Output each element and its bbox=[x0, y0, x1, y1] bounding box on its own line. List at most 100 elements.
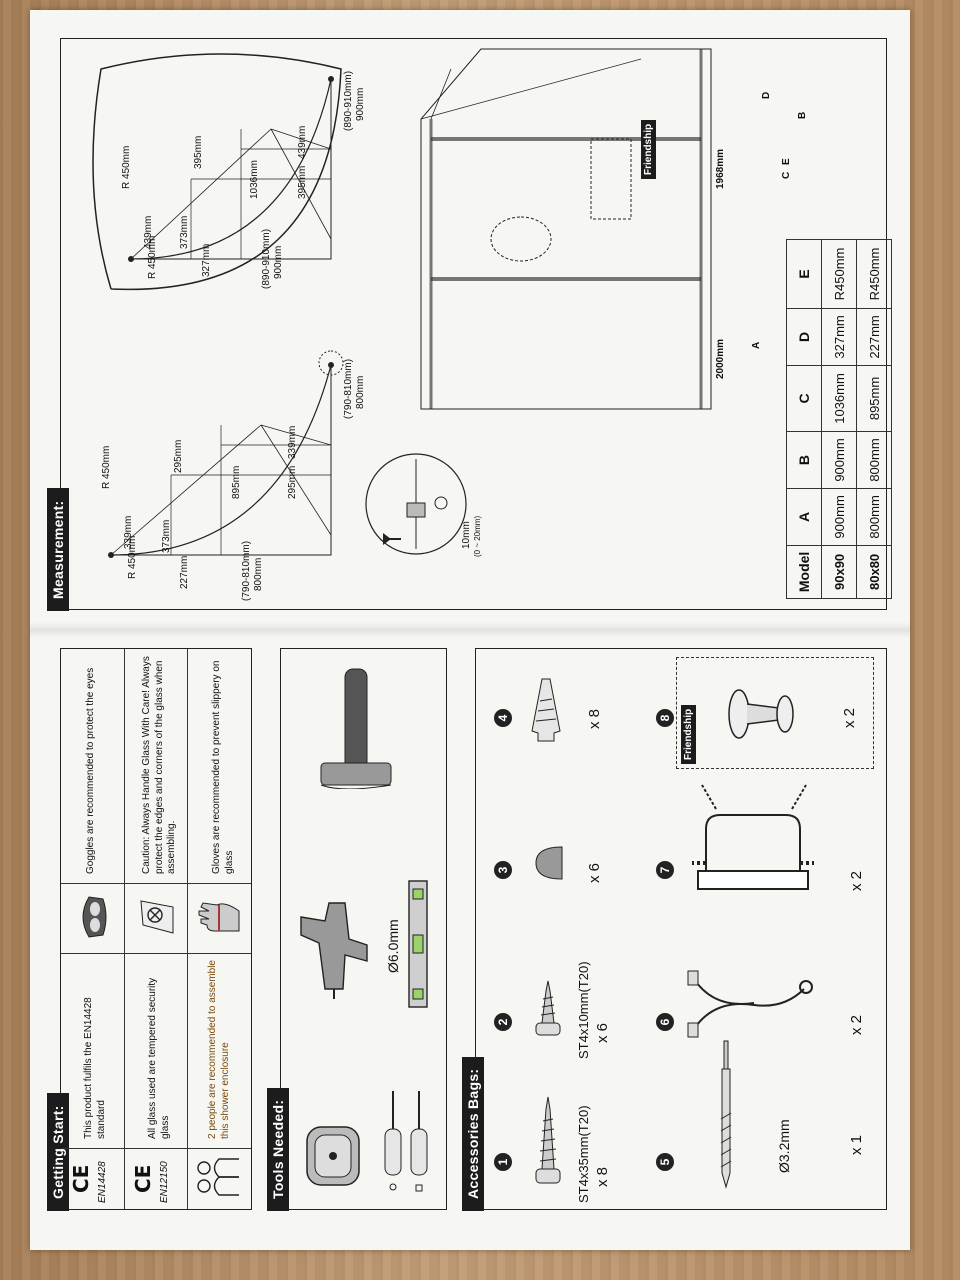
accessory-qty-2: x 6 bbox=[594, 1022, 611, 1043]
accessory-number-8: 8 bbox=[656, 709, 674, 727]
accessory-number-2: 2 bbox=[494, 1013, 512, 1031]
goggles-icon bbox=[82, 896, 107, 938]
spec-header-row: Model A B C D E bbox=[786, 239, 822, 599]
gloves-icon bbox=[198, 902, 240, 932]
spec-cell: R450mm bbox=[856, 239, 892, 309]
accessories-title: Accessories Bags: bbox=[462, 1056, 484, 1211]
accessory-number-1: 1 bbox=[494, 1153, 512, 1171]
ce-standard-mark: EN14428 bbox=[97, 1161, 108, 1203]
knob-brand-label: Friendship bbox=[681, 704, 696, 764]
height-glass-label: 1968mm bbox=[715, 148, 726, 189]
spec-header-c: C bbox=[786, 365, 822, 432]
glass-standard-mark: EN12150 bbox=[159, 1161, 170, 1203]
door-handle-icon bbox=[692, 784, 814, 890]
accessory-qty-5: x 1 bbox=[848, 1134, 865, 1155]
d900-top: 900mm bbox=[355, 87, 366, 121]
accessories-section: Accessories Bags: 1 ST4x35mm(T20) x 8 2 … bbox=[462, 648, 887, 1211]
two-people-icon bbox=[197, 1158, 239, 1196]
instruction-sheet: Getting Start: CE EN14428 This product f… bbox=[30, 10, 910, 1250]
tools-section: Tools Needed: Ø6.0mm bbox=[267, 648, 447, 1211]
d800-diag: 895mm bbox=[231, 465, 242, 499]
spirit-level-icon bbox=[408, 880, 428, 1008]
spec-cell: 327mm bbox=[821, 308, 857, 366]
spec-cell: 895mm bbox=[856, 365, 892, 432]
tools-title: Tools Needed: bbox=[267, 1087, 289, 1211]
dim-letter-e: E bbox=[781, 158, 792, 165]
spec-header-b: B bbox=[786, 431, 822, 489]
screwdrivers-icon bbox=[384, 1091, 428, 1192]
spec-header-a: A bbox=[786, 488, 822, 546]
d900-h1: 395mm bbox=[297, 165, 308, 199]
accessory-qty-8: x 2 bbox=[841, 707, 858, 728]
d800-top-range: (790-810mm) bbox=[343, 358, 354, 419]
d800-arc: 373mm bbox=[161, 519, 172, 553]
accessory-number-6: 6 bbox=[656, 1013, 674, 1031]
accessory-label-5: Ø3.2mm bbox=[776, 1119, 792, 1173]
d900-bottom: 327mm bbox=[201, 243, 212, 277]
gap-range-label: (0 ~ 20mm) bbox=[473, 515, 482, 557]
d800-side-range: (790-810mm) bbox=[241, 540, 252, 601]
table-row: 80x80 800mm 800mm 895mm 227mm R450mm bbox=[856, 239, 892, 599]
d800-h2: 339mm bbox=[287, 425, 298, 459]
spec-cell: 80x80 bbox=[856, 545, 892, 599]
spec-cell: R450mm bbox=[821, 239, 857, 309]
d900-diag: 1036mm bbox=[249, 160, 260, 199]
spec-cell: 1036mm bbox=[821, 365, 857, 432]
getting-start-section: Getting Start: CE EN14428 This product f… bbox=[47, 648, 252, 1211]
ce-mark-icon-2: CE bbox=[131, 1164, 155, 1193]
height-total-label: 2000mm bbox=[715, 338, 726, 379]
long-screw-icon bbox=[535, 1096, 561, 1184]
tempered-glass-text: All glass used are tempered security gla… bbox=[147, 977, 171, 1139]
screw-cap-icon bbox=[535, 846, 563, 880]
accessory-number-5: 5 bbox=[656, 1153, 674, 1171]
spec-cell: 90x90 bbox=[821, 545, 857, 599]
glass-caution-icon bbox=[140, 900, 174, 934]
glass-caution-text: Caution: Always Handle Glass With Care! … bbox=[141, 656, 177, 874]
hammer-icon bbox=[320, 668, 392, 789]
spec-header-e: E bbox=[786, 239, 822, 309]
d900-h2: 439mm bbox=[297, 125, 308, 159]
d900-r2: R 450mm bbox=[121, 145, 132, 189]
d900-r1: R 450mm bbox=[147, 235, 158, 279]
dim-letter-a: A bbox=[751, 341, 762, 349]
spec-table: Model A B C D E 90x90 900mm 900mm 1036mm… bbox=[786, 239, 892, 599]
accessory-qty-6: x 2 bbox=[848, 1014, 865, 1035]
d800-bottom: 227mm bbox=[179, 555, 190, 589]
plan-800-diagram bbox=[108, 350, 344, 558]
spec-header-model: Model bbox=[786, 545, 822, 599]
d800-v2: 295mm bbox=[173, 439, 184, 473]
drill-icon bbox=[300, 902, 368, 999]
accessory-qty-1: x 8 bbox=[594, 1166, 611, 1187]
ce-mark-icon: CE bbox=[69, 1164, 93, 1193]
accessory-qty-3: x 6 bbox=[586, 862, 603, 883]
measurement-title: Measurement: bbox=[47, 488, 69, 611]
dim-letter-b: B bbox=[797, 111, 808, 119]
spec-header-d: D bbox=[786, 308, 822, 366]
dim-letter-c: C bbox=[781, 171, 792, 179]
spec-cell: 900mm bbox=[821, 488, 857, 546]
d800-top: 800mm bbox=[355, 375, 366, 409]
hook-bracket-icon bbox=[687, 970, 813, 1038]
accessory-number-3: 3 bbox=[494, 861, 512, 879]
drill-bit-icon bbox=[720, 1040, 732, 1189]
d800-h1: 295mm bbox=[287, 465, 298, 499]
spec-cell: 800mm bbox=[856, 431, 892, 489]
page-fold bbox=[30, 622, 910, 638]
accessory-label-1: ST4x35mm(T20) bbox=[576, 1105, 591, 1203]
d800-r1: R 450mm bbox=[127, 535, 138, 579]
wall-plug-icon bbox=[531, 678, 561, 742]
spec-cell: 227mm bbox=[856, 308, 892, 366]
table-row: 90x90 900mm 900mm 1036mm 327mm R450mm bbox=[821, 239, 857, 599]
d900-arc: 373mm bbox=[179, 215, 190, 249]
d900-v2: 395mm bbox=[193, 135, 204, 169]
getting-start-title: Getting Start: bbox=[47, 1093, 69, 1211]
enclosure-elevation-diagram bbox=[420, 48, 712, 410]
d800-r2: R 450mm bbox=[101, 445, 112, 489]
accessory-number-4: 4 bbox=[494, 709, 512, 727]
knob-icon bbox=[728, 689, 794, 739]
d900-top-range: (890-910mm) bbox=[343, 70, 354, 131]
standard-text: This product fulfils the EN14428 standar… bbox=[83, 997, 107, 1139]
short-screw-icon bbox=[535, 980, 561, 1036]
gap-detail-diagram bbox=[365, 453, 467, 555]
two-people-text: 2 people are recommended to assemble thi… bbox=[207, 960, 231, 1139]
